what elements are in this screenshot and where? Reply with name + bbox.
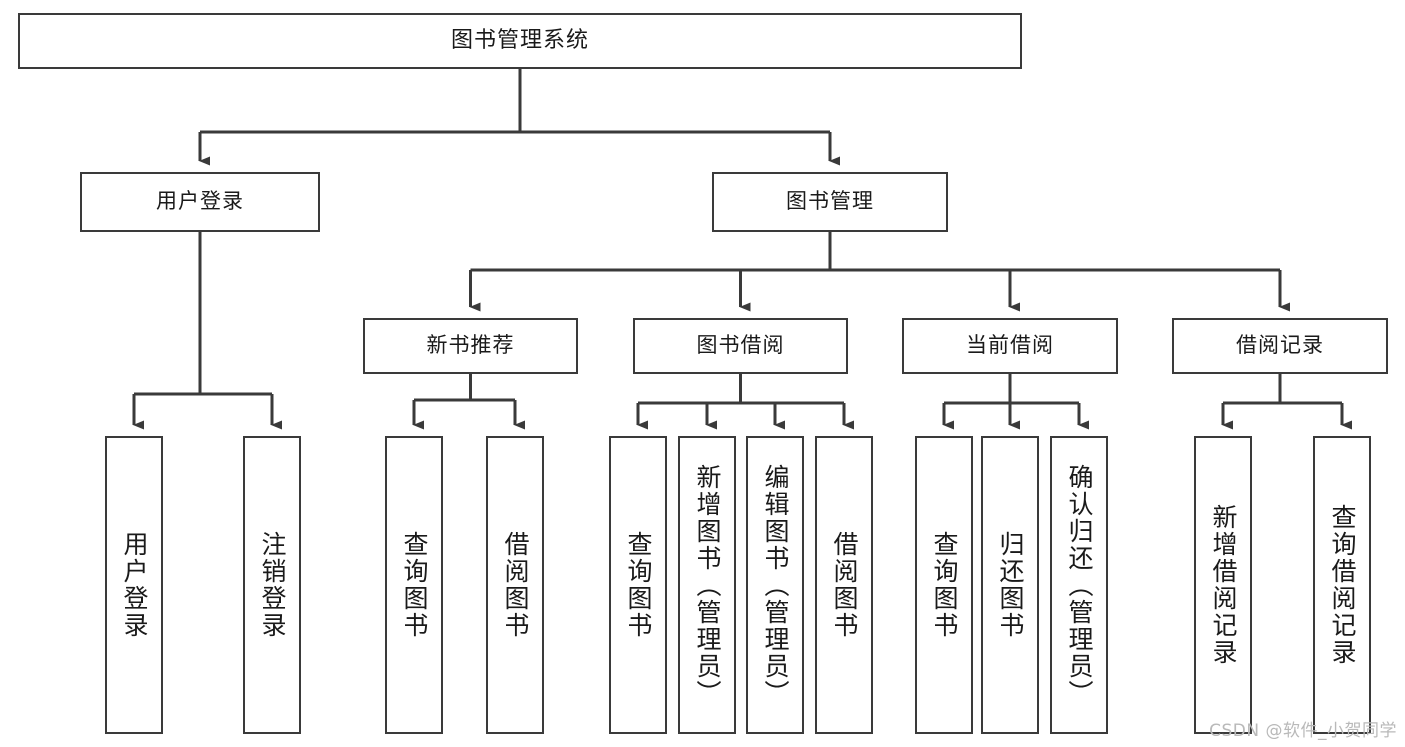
node-label: 编辑图书（管理员） bbox=[761, 463, 790, 707]
node-label: 用户登录 bbox=[156, 189, 244, 214]
csdn-watermark: CSDN @软件_小贺同学 bbox=[1209, 721, 1397, 741]
node-leaf-query-book-cur[interactable]: 查询图书 bbox=[915, 436, 973, 734]
node-label: 图书管理 bbox=[786, 189, 874, 214]
node-label: 借阅图书 bbox=[501, 531, 530, 639]
node-bookmgmt[interactable]: 图书管理 bbox=[712, 172, 948, 232]
node-label: 确认归还（管理员） bbox=[1065, 463, 1094, 707]
node-label: 查询图书 bbox=[400, 531, 429, 639]
node-label: 当前借阅 bbox=[966, 333, 1054, 358]
node-login[interactable]: 用户登录 bbox=[80, 172, 320, 232]
node-label: 归还图书 bbox=[996, 531, 1025, 639]
node-leaf-borrow-book[interactable]: 借阅图书 bbox=[815, 436, 873, 734]
node-label: 新书推荐 bbox=[426, 333, 515, 358]
node-leaf-query-book-new[interactable]: 查询图书 bbox=[385, 436, 443, 734]
node-leaf-edit-book[interactable]: 编辑图书（管理员） bbox=[746, 436, 804, 734]
node-label: 图书借阅 bbox=[696, 333, 785, 358]
node-leaf-user-logout[interactable]: 注销登录 bbox=[243, 436, 301, 734]
node-label: 用户登录 bbox=[120, 531, 149, 639]
node-leaf-user-login[interactable]: 用户登录 bbox=[105, 436, 163, 734]
node-label: 借阅图书 bbox=[830, 531, 859, 639]
node-leaf-add-record[interactable]: 新增借阅记录 bbox=[1194, 436, 1252, 734]
node-leaf-query-record[interactable]: 查询借阅记录 bbox=[1313, 436, 1371, 734]
node-label: 图书管理系统 bbox=[450, 27, 589, 53]
node-label: 查询图书 bbox=[930, 531, 959, 639]
node-root[interactable]: 图书管理系统 bbox=[18, 13, 1022, 69]
node-label: 注销登录 bbox=[258, 531, 287, 639]
node-label: 新增图书（管理员） bbox=[693, 463, 722, 707]
node-leaf-add-book[interactable]: 新增图书（管理员） bbox=[678, 436, 736, 734]
node-newbook[interactable]: 新书推荐 bbox=[363, 318, 578, 374]
node-label: 查询借阅记录 bbox=[1328, 504, 1357, 666]
node-borrow[interactable]: 图书借阅 bbox=[633, 318, 848, 374]
node-label: 新增借阅记录 bbox=[1209, 504, 1238, 666]
node-leaf-borrow-book-new[interactable]: 借阅图书 bbox=[486, 436, 544, 734]
node-current[interactable]: 当前借阅 bbox=[902, 318, 1118, 374]
node-records[interactable]: 借阅记录 bbox=[1172, 318, 1388, 374]
node-leaf-return-book[interactable]: 归还图书 bbox=[981, 436, 1039, 734]
node-label: 借阅记录 bbox=[1236, 333, 1324, 358]
node-label: 查询图书 bbox=[624, 531, 653, 639]
node-leaf-confirm-return[interactable]: 确认归还（管理员） bbox=[1050, 436, 1108, 734]
node-leaf-query-book[interactable]: 查询图书 bbox=[609, 436, 667, 734]
